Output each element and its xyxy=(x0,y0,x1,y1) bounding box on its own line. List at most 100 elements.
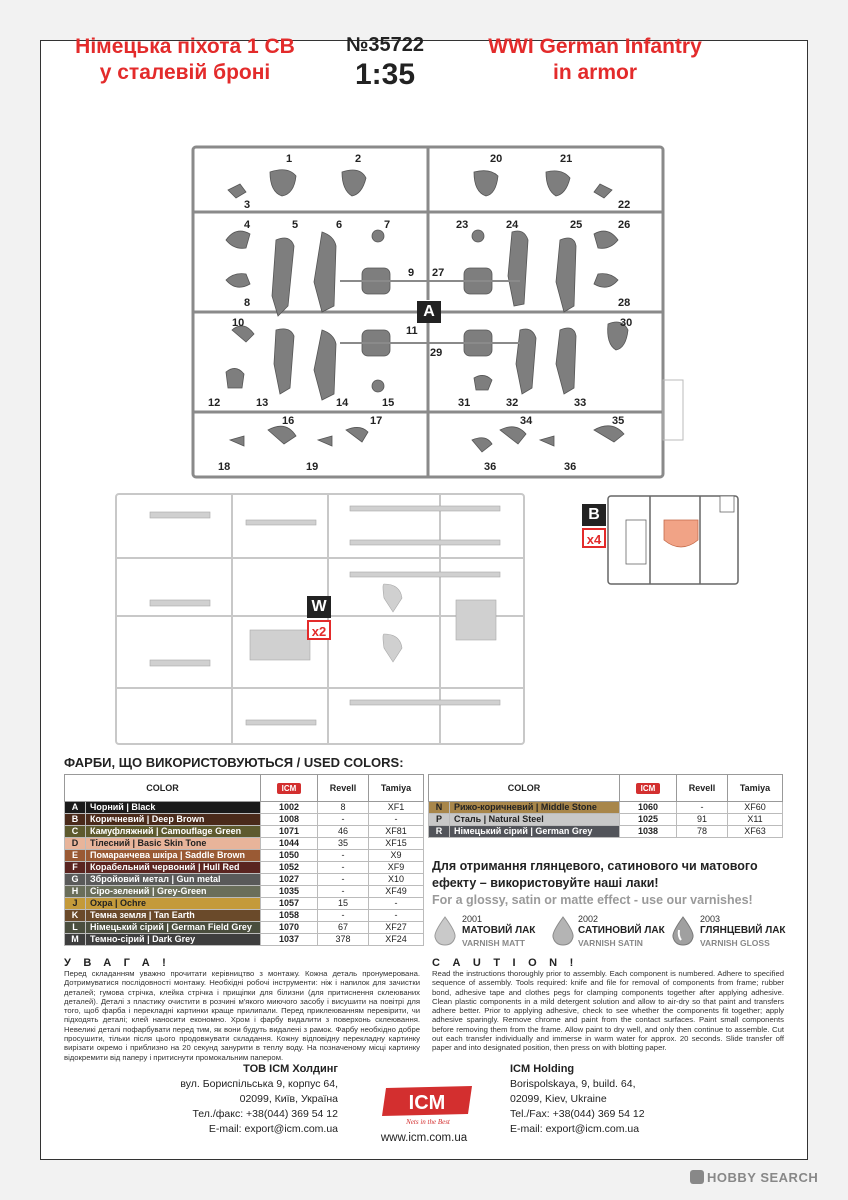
address-en: ICM Holding Borispolskaya, 9, build. 64,… xyxy=(510,1062,680,1137)
col-revell: Revell xyxy=(317,774,369,802)
part-number: 31 xyxy=(458,397,470,409)
icm-logo-mini: ICM xyxy=(276,782,302,794)
varnish-text-uk: Для отримання глянцевого, сатинового чи … xyxy=(432,858,782,892)
color-name: Охра | Ochre xyxy=(85,897,261,910)
varnish-sub: VARNISH SATIN xyxy=(578,938,643,948)
sprue-a-diagram: 1 2 20 21 3 22 4 5 6 7 23 24 25 26 9 27 … xyxy=(115,145,739,745)
tamiya-code: - xyxy=(368,897,424,910)
company-uk: ТОВ ICM Холдинг xyxy=(243,1063,338,1075)
color-letter: P xyxy=(428,813,450,826)
revell-code: - xyxy=(317,849,369,862)
email: E-mail: export@icm.com.ua xyxy=(208,1123,338,1135)
part-number: 9 xyxy=(408,267,414,279)
revell-code: 46 xyxy=(317,825,369,838)
color-letter: D xyxy=(64,837,86,850)
varnish-uk-line2: ефекту – використовуйте наші лаки! xyxy=(432,876,659,890)
part-number: 33 xyxy=(574,397,586,409)
revell-code: - xyxy=(676,801,728,814)
color-letter: A xyxy=(64,801,86,814)
tamiya-code: X10 xyxy=(368,873,424,886)
icm-logo: ICM Nets in the Best xyxy=(382,1086,472,1126)
color-letter: J xyxy=(64,897,86,910)
part-number: 36 xyxy=(564,461,576,473)
sprue-w-label: W xyxy=(307,596,331,618)
varnish-code: 2001 xyxy=(462,914,483,924)
title-uk-line1: Німецька піхота 1 СВ xyxy=(75,35,295,58)
col-color: COLOR xyxy=(64,774,261,802)
part-number: 1 xyxy=(286,153,292,165)
part-number: 4 xyxy=(244,219,251,231)
tamiya-code: XF63 xyxy=(727,825,783,838)
email: E-mail: export@icm.com.ua xyxy=(510,1123,640,1135)
phone: Tel./Fax: +38(044) 369 54 12 xyxy=(510,1108,645,1120)
watermark-text: HOBBY SEARCH xyxy=(707,1170,819,1185)
varnish-satin-drop-icon xyxy=(552,916,574,946)
phone: Тел./факс: +38(044) 369 54 12 xyxy=(192,1108,338,1120)
logo-text: ICM xyxy=(409,1092,446,1114)
color-letter: H xyxy=(64,885,86,898)
color-name: Сталь | Natural Steel xyxy=(449,813,620,826)
col-tamiya: Tamiya xyxy=(727,774,783,802)
part-number: 29 xyxy=(430,347,442,359)
revell-code: - xyxy=(317,909,369,922)
varnish-sub: VARNISH GLOSS xyxy=(700,938,770,948)
color-letter: N xyxy=(428,801,450,814)
website-link[interactable]: www.icm.com.ua xyxy=(380,1132,468,1144)
sprue-a-tab xyxy=(662,379,684,441)
color-letter: L xyxy=(64,921,86,934)
varnish-name: МАТОВИЙ ЛАК xyxy=(462,925,536,936)
col-tamiya: Tamiya xyxy=(368,774,424,802)
revell-code: 67 xyxy=(317,921,369,934)
varnish-name: ГЛЯНЦЕВИЙ ЛАК xyxy=(700,925,786,936)
part-number: 20 xyxy=(490,153,502,165)
revell-code: 15 xyxy=(317,897,369,910)
col-icm: ICM xyxy=(260,774,318,802)
caution-text-en: Read the instructions thoroughly prior t… xyxy=(432,969,784,1053)
varnish-uk-line1: Для отримання глянцевого, сатинового чи … xyxy=(432,859,758,873)
icm-code: 1035 xyxy=(260,885,318,898)
color-letter: F xyxy=(64,861,86,874)
tamiya-code: XF9 xyxy=(368,861,424,874)
sprue-a-label: A xyxy=(417,301,441,323)
kit-number: №35722 xyxy=(346,34,424,56)
tamiya-code: XF27 xyxy=(368,921,424,934)
color-name: Збройовий метал | Gun metal xyxy=(85,873,261,886)
revell-code: 8 xyxy=(317,801,369,814)
part-number: 14 xyxy=(336,397,349,409)
color-name: Німецький сірий | German Field Grey xyxy=(85,921,261,934)
part-number: 17 xyxy=(370,415,382,427)
address-line: 02099, Київ, Україна xyxy=(239,1093,338,1105)
revell-code: - xyxy=(317,873,369,886)
icm-code: 1002 xyxy=(260,801,318,814)
color-name: Тілесний | Basic Skin Tone xyxy=(85,837,261,850)
tamiya-code: XF49 xyxy=(368,885,424,898)
revell-code: 35 xyxy=(317,837,369,850)
part-number: 8 xyxy=(244,297,250,309)
color-letter: K xyxy=(64,909,86,922)
color-name: Корабельний червоний | Hull Red xyxy=(85,861,261,874)
revell-code: 378 xyxy=(317,933,369,946)
icm-code: 1025 xyxy=(619,813,677,826)
address-line: Borispolskaya, 9, build. 64, xyxy=(510,1078,636,1090)
part-number: 13 xyxy=(256,397,268,409)
varnish-sub: VARNISH MATT xyxy=(462,938,525,948)
color-letter: B xyxy=(64,813,86,826)
part-number: 26 xyxy=(618,219,630,231)
part-number: 19 xyxy=(306,461,318,473)
sprue-b-parts xyxy=(625,495,735,565)
color-name: Рижо-коричневий | Middle Stone xyxy=(449,801,620,814)
tamiya-code: - xyxy=(368,909,424,922)
icm-code: 1050 xyxy=(260,849,318,862)
title-ukrainian: Німецька піхота 1 СВ у сталевій броні xyxy=(50,34,320,86)
icm-logo-mini: ICM xyxy=(635,782,661,794)
